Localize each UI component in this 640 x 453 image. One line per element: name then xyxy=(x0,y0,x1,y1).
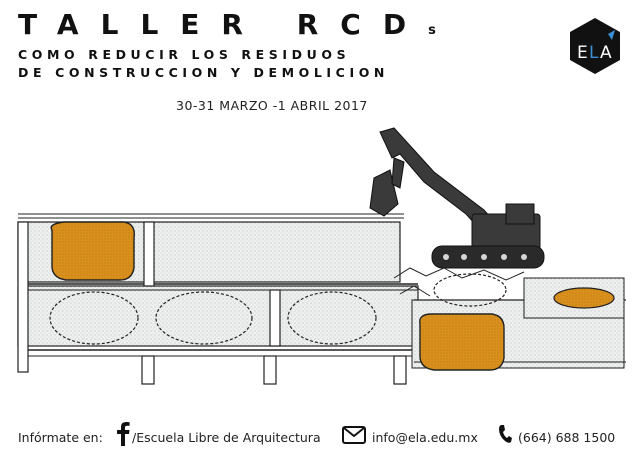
title-suffix: s xyxy=(428,23,436,38)
demolition-illustration xyxy=(17,127,626,385)
subtitle-line-2: DE CONSTRUCCION Y DEMOLICION xyxy=(18,65,389,80)
info-label: Infórmate en: xyxy=(18,430,103,445)
logo-letter-l: L xyxy=(589,43,599,63)
email-link[interactable]: info@ela.edu.mx xyxy=(372,430,478,445)
event-date: 30-31 MARZO -1 ABRIL 2017 xyxy=(176,98,368,113)
phone-icon xyxy=(499,425,512,443)
logo-letter-a: A xyxy=(600,43,612,63)
footer-contact-bar: Infórmate en: /Escuela Libre de Arquitec… xyxy=(0,418,640,448)
ela-logo: E L A xyxy=(570,18,620,74)
logo-letter-e: E xyxy=(577,43,588,63)
facebook-icon xyxy=(117,422,130,446)
envelope-icon xyxy=(342,426,366,444)
poster-title: TALLER RCDs xyxy=(18,8,436,41)
facebook-link[interactable]: /Escuela Libre de Arquitectura xyxy=(132,430,321,445)
phone-number[interactable]: (664) 688 1500 xyxy=(518,430,616,445)
title-main: TALLER RCD xyxy=(18,8,429,41)
subtitle-line-1: COMO REDUCIR LOS RESIDUOS xyxy=(18,47,351,62)
